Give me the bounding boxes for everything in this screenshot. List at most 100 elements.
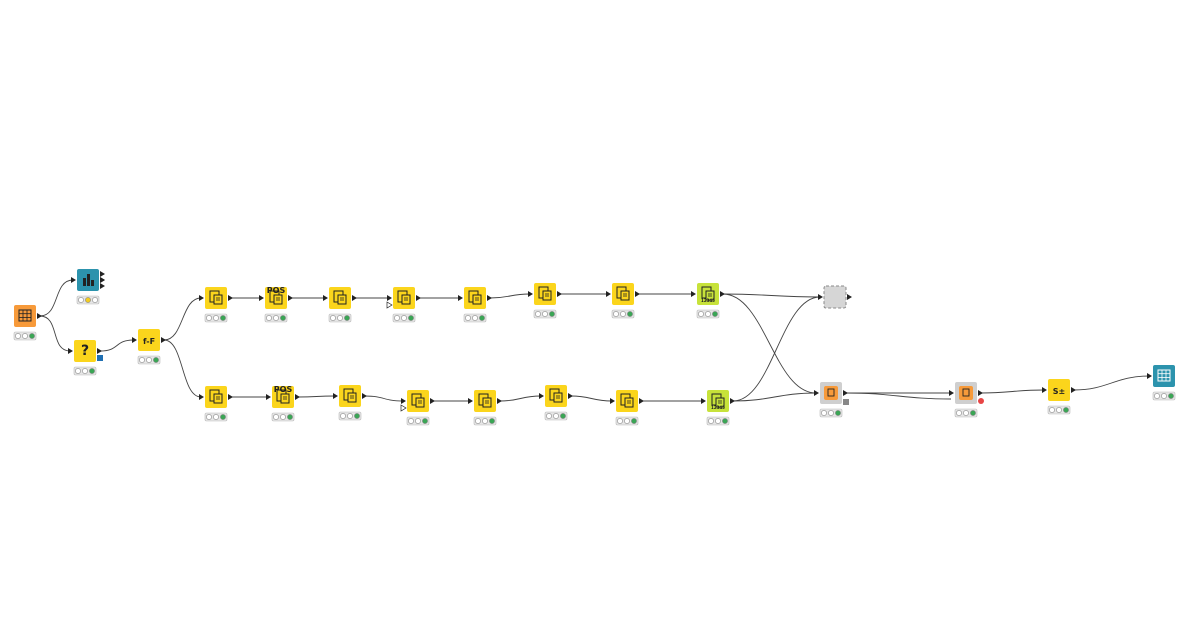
edge-bottom-5-to-bottom-6[interactable]: [499, 395, 542, 402]
output-port-icon[interactable]: [100, 271, 105, 277]
output-port-icon[interactable]: [568, 393, 573, 399]
node-scorer[interactable]: S±: [1042, 379, 1076, 415]
node-missing-value[interactable]: ?: [68, 340, 103, 376]
node-top-1[interactable]: [199, 287, 233, 323]
output-port-icon[interactable]: [730, 398, 735, 404]
node-scorer-body[interactable]: [1048, 379, 1070, 401]
output-port-icon[interactable]: [100, 283, 105, 289]
output-port-icon[interactable]: [161, 337, 166, 343]
edge-bottom-3-to-bottom-4[interactable]: [364, 395, 404, 402]
input-port-icon[interactable]: [610, 398, 615, 404]
output-port-icon[interactable]: [847, 294, 852, 300]
node-string-manipulation[interactable]: f-F: [132, 329, 166, 365]
edge-top-learner-to-empty-metanode[interactable]: [722, 293, 821, 298]
node-bottom-2[interactable]: POS: [266, 385, 300, 422]
node-bottom-7[interactable]: [610, 390, 644, 426]
edge-table-reader-to-missing-value[interactable]: [39, 315, 71, 352]
output-port-icon[interactable]: [352, 295, 357, 301]
output-port-icon[interactable]: [37, 313, 42, 319]
output-port-icon[interactable]: [639, 398, 644, 404]
edge-string-manipulation-to-bottom-1[interactable]: [163, 339, 202, 398]
edge-bottom-2-to-bottom-3[interactable]: [297, 395, 336, 398]
optional-port-icon[interactable]: [386, 301, 393, 309]
output-port-icon[interactable]: [228, 394, 233, 400]
output-port-icon[interactable]: [635, 291, 640, 297]
input-port-icon[interactable]: [199, 394, 204, 400]
input-port-icon[interactable]: [539, 393, 544, 399]
input-port-icon[interactable]: [814, 390, 819, 396]
node-table-reader[interactable]: [13, 305, 42, 341]
edge-string-manipulation-to-top-1[interactable]: [163, 297, 202, 341]
edge-top-learner-to-model-metanode-1[interactable]: [722, 293, 817, 394]
node-table-view[interactable]: [1147, 365, 1176, 401]
node-bottom-3[interactable]: [333, 385, 367, 421]
node-bottom-4[interactable]: [400, 390, 435, 426]
model-port-icon[interactable]: [97, 355, 103, 361]
node-model-metanode-1[interactable]: [814, 382, 849, 418]
node-model-metanode-2[interactable]: [949, 382, 984, 418]
node-bottom-1[interactable]: [199, 386, 233, 422]
input-port-icon[interactable]: [259, 295, 264, 301]
node-top-2[interactable]: POS: [259, 286, 293, 323]
edge-model-metanode-1-to-model-metanode-2[interactable]: [845, 392, 952, 400]
node-top-6[interactable]: [528, 283, 562, 319]
output-port-icon[interactable]: [288, 295, 293, 301]
node-bottom-learner[interactable]: 12345: [701, 390, 735, 426]
input-port-icon[interactable]: [468, 398, 473, 404]
output-port-icon[interactable]: [487, 295, 492, 301]
input-port-icon[interactable]: [68, 348, 73, 354]
input-port-icon[interactable]: [199, 295, 204, 301]
node-table-view-body[interactable]: [1153, 365, 1175, 387]
node-top-3[interactable]: [323, 287, 357, 323]
node-table-reader-body[interactable]: [14, 305, 36, 327]
output-port-icon[interactable]: [720, 291, 725, 297]
output-port-icon[interactable]: [1071, 387, 1076, 393]
edge-bottom-6-to-bottom-7[interactable]: [570, 395, 613, 402]
edge-missing-value-to-string-manipulation[interactable]: [99, 339, 135, 352]
output-port-icon[interactable]: [497, 398, 502, 404]
input-port-icon[interactable]: [701, 398, 706, 404]
edge-scorer-to-table-view[interactable]: [1073, 375, 1150, 391]
input-port-icon[interactable]: [401, 398, 406, 404]
input-port-icon[interactable]: [949, 390, 954, 396]
output-port-icon[interactable]: [430, 398, 435, 404]
edge-bottom-learner-to-model-metanode-1[interactable]: [732, 392, 817, 402]
node-missing-value-body[interactable]: [74, 340, 96, 362]
output-port-icon[interactable]: [978, 390, 983, 396]
input-port-icon[interactable]: [71, 277, 76, 283]
input-port-icon[interactable]: [818, 294, 823, 300]
node-bottom-6[interactable]: [539, 385, 573, 421]
node-data-explorer[interactable]: [71, 269, 105, 305]
node-top-learner[interactable]: 12345: [691, 283, 725, 319]
edge-top-5-to-top-6[interactable]: [489, 293, 531, 299]
input-port-icon[interactable]: [323, 295, 328, 301]
input-port-icon[interactable]: [528, 291, 533, 297]
output-port-icon[interactable]: [557, 291, 562, 297]
node-empty-metanode[interactable]: [818, 285, 852, 309]
input-port-icon[interactable]: [1147, 373, 1152, 379]
output-port-icon[interactable]: [97, 348, 102, 354]
input-port-icon[interactable]: [691, 291, 696, 297]
output-port-icon[interactable]: [295, 394, 300, 400]
input-port-icon[interactable]: [266, 394, 271, 400]
model-port-icon[interactable]: [843, 399, 849, 405]
node-top-5[interactable]: [458, 287, 492, 323]
optional-port-icon[interactable]: [400, 404, 407, 412]
output-port-icon[interactable]: [228, 295, 233, 301]
node-string-manipulation-body[interactable]: [138, 329, 160, 351]
node-bottom-5[interactable]: [468, 390, 502, 426]
input-port-icon[interactable]: [606, 291, 611, 297]
output-port-icon[interactable]: [100, 277, 105, 283]
edge-model-metanode-2-to-scorer[interactable]: [980, 389, 1045, 394]
input-port-icon[interactable]: [1042, 387, 1047, 393]
node-top-7[interactable]: [606, 283, 640, 319]
output-port-icon[interactable]: [362, 393, 367, 399]
output-port-icon[interactable]: [416, 295, 421, 301]
input-port-icon[interactable]: [333, 393, 338, 399]
output-port-icon[interactable]: [843, 390, 848, 396]
edge-table-reader-to-data-explorer[interactable]: [39, 279, 74, 317]
input-port-icon[interactable]: [458, 295, 463, 301]
node-empty-metanode-body[interactable]: [823, 285, 847, 309]
